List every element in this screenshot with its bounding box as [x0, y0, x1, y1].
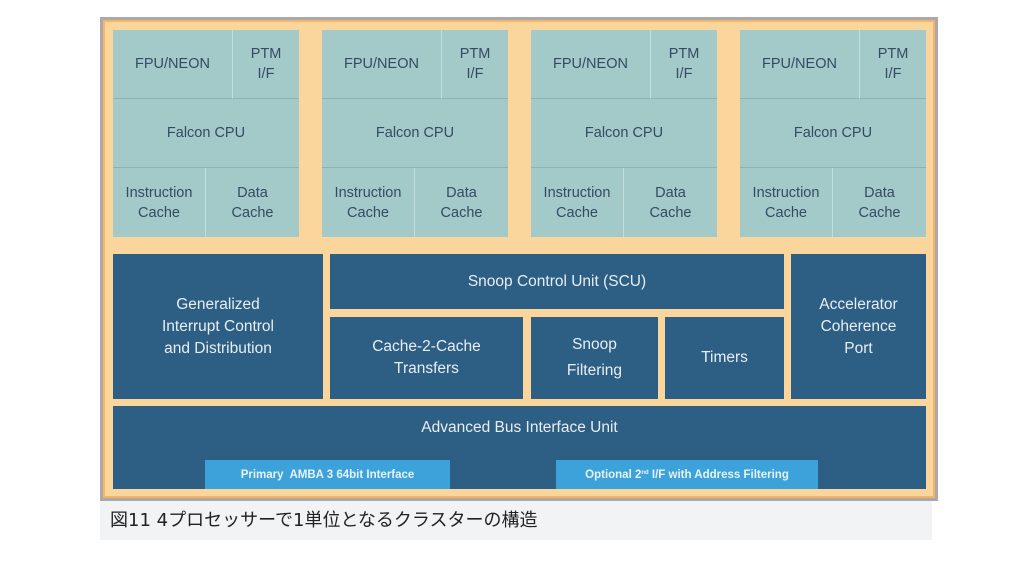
optional-interface-tag: Optional 2nd I/F with Address Filtering — [556, 460, 818, 489]
dcache-label: Cache — [649, 204, 692, 221]
ptm-if-cell: PTM I/F — [651, 30, 717, 99]
icache-label: Instruction — [334, 184, 402, 201]
falcon-cpu-cell: Falcon CPU — [531, 99, 717, 168]
falcon-cpu-label: Falcon CPU — [166, 125, 246, 141]
primary-interface-label: Primary AMBA 3 64bit Interface — [240, 468, 415, 481]
ptm-label: PTM — [668, 46, 700, 62]
figure-caption: 図11 4プロセッサーで1単位となるクラスターの構造 — [100, 501, 932, 540]
dcache-label: Cache — [858, 204, 901, 221]
optional-if-sup: nd — [641, 469, 649, 476]
optional-interface-label: Optional 2nd I/F with Address Filtering — [585, 469, 789, 481]
dcache-label: Cache — [440, 204, 483, 221]
ptm-if-cell: PTM I/F — [233, 30, 299, 99]
acp-line: Accelerator — [819, 295, 898, 313]
ptm-label: I/F — [466, 66, 484, 82]
bus-label: Advanced Bus Interface Unit — [421, 419, 618, 436]
falcon-cpu-label: Falcon CPU — [584, 125, 664, 141]
c2c-line: Cache-2-Cache — [372, 338, 481, 355]
c2c-line: Transfers — [394, 360, 459, 377]
dcache-label: Data — [655, 184, 686, 201]
icache-label: Cache — [347, 204, 389, 221]
primary-interface-tag: Primary AMBA 3 64bit Interface — [205, 460, 450, 489]
falcon-cpu-cell: Falcon CPU — [322, 99, 508, 168]
ptm-label: PTM — [459, 46, 491, 62]
falcon-cpu-cell: Falcon CPU — [740, 99, 926, 168]
gic-line: and Distribution — [164, 339, 272, 357]
icache-label: Instruction — [125, 184, 193, 201]
icache-label: Instruction — [543, 184, 611, 201]
scu-block: Snoop Control Unit (SCU) — [330, 254, 784, 309]
icache-label: Cache — [556, 204, 598, 221]
acp-line: Port — [844, 339, 873, 357]
optional-if-text: I/F with Address Filtering — [648, 468, 789, 481]
timers-label: Timers — [701, 349, 748, 366]
ptm-if-cell: PTM I/F — [860, 30, 926, 99]
ptm-label: PTM — [250, 46, 282, 62]
fpu-neon-label: FPU/NEON — [135, 56, 210, 72]
fpu-neon-cell: FPU/NEON — [740, 30, 860, 99]
fpu-neon-label: FPU/NEON — [762, 56, 837, 72]
ptm-label: I/F — [884, 66, 902, 82]
icache-label: Instruction — [752, 184, 820, 201]
scu-label: Snoop Control Unit (SCU) — [467, 272, 647, 290]
falcon-cpu-label: Falcon CPU — [793, 125, 873, 141]
ptm-label: I/F — [675, 66, 693, 82]
snoop-filter-line: Filtering — [566, 362, 623, 379]
dcache-label: Data — [864, 184, 895, 201]
falcon-cpu-cell: Falcon CPU — [113, 99, 299, 168]
fpu-neon-cell: FPU/NEON — [531, 30, 651, 99]
ptm-if-cell: PTM I/F — [442, 30, 508, 99]
dcache-label: Data — [446, 184, 477, 201]
optional-if-text: Optional 2 — [585, 468, 642, 481]
snoop-filter-line: Snoop — [572, 336, 617, 353]
fpu-neon-label: FPU/NEON — [344, 56, 419, 72]
ptm-label: I/F — [257, 66, 275, 82]
acp-line: Coherence — [820, 317, 897, 335]
fpu-neon-cell: FPU/NEON — [322, 30, 442, 99]
gic-line: Interrupt Control — [162, 317, 274, 335]
gic-line: Generalized — [176, 295, 260, 313]
icache-label: Cache — [765, 204, 807, 221]
dcache-label: Data — [237, 184, 268, 201]
fpu-neon-cell: FPU/NEON — [113, 30, 233, 99]
dcache-label: Cache — [231, 204, 274, 221]
falcon-cpu-label: Falcon CPU — [375, 125, 455, 141]
ptm-label: PTM — [877, 46, 909, 62]
fpu-neon-label: FPU/NEON — [553, 56, 628, 72]
icache-label: Cache — [138, 204, 180, 221]
timers-block: Timers — [665, 317, 784, 399]
